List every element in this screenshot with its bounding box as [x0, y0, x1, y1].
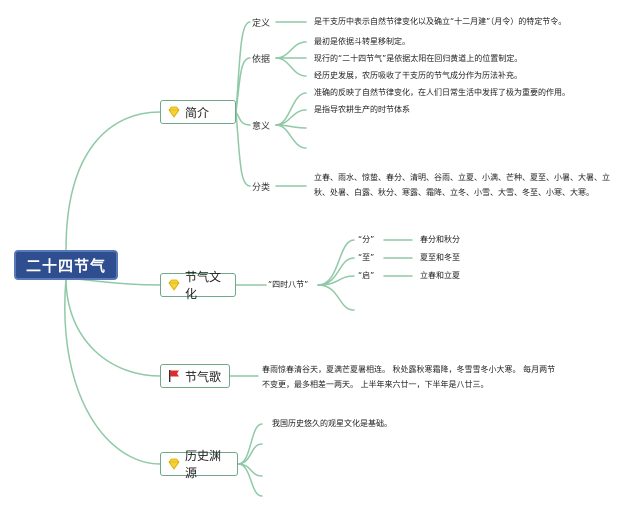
- subtopic-basis[interactable]: 依据: [252, 55, 271, 65]
- basis-item: 现行的“二十四节气”是依据太阳在回归黄道上的位置制定。: [314, 54, 523, 63]
- red-flag-icon: [167, 369, 181, 383]
- diamond-icon: [167, 457, 181, 471]
- song-text: 春雨惊春清谷天，夏满芒夏暑相连。 秋处露秋寒霜降，冬雪雪冬小大寒。 每月两节不变…: [262, 365, 556, 389]
- culture-value: 夏至和冬至: [420, 253, 460, 262]
- topic-culture[interactable]: 节气文化: [160, 270, 236, 301]
- basis-item: 最初是依据斗转星移制定。: [314, 37, 410, 46]
- subtopic-meaning[interactable]: 意义: [252, 122, 271, 132]
- culture-key: “分”: [358, 235, 375, 244]
- topic-history[interactable]: 历史渊源: [160, 449, 238, 480]
- basis-item: 经历史发展，农历吸收了干支历的节气成分作为历法补充。: [314, 71, 522, 80]
- diamond-icon: [167, 105, 181, 119]
- classification-text: 立春、雨水、惊蛰、春分、清明、谷雨、立夏、小满、芒种、夏至、小暑、大暑、立秋、处…: [314, 173, 610, 197]
- history-item: 我国历史悠久的观星文化是基础。: [272, 419, 392, 428]
- culture-key: “启”: [358, 271, 375, 280]
- diamond-icon: [167, 278, 181, 292]
- definition-text: 是干支历中表示自然节律变化以及确立“十二月建”（月令）的特定节令。: [314, 17, 567, 26]
- culture-group-label[interactable]: “四时八节”: [268, 280, 309, 289]
- root-node[interactable]: 二十四节气: [14, 250, 118, 280]
- meaning-item: 准确的反映了自然节律变化，在人们日常生活中发挥了极为重要的作用。: [314, 88, 570, 97]
- meaning-item: 是指导农耕生产的时节体系: [314, 105, 410, 114]
- culture-value: 春分和秋分: [420, 235, 460, 244]
- topic-history-label: 历史渊源: [185, 449, 222, 480]
- topic-song[interactable]: 节气歌: [160, 364, 230, 388]
- culture-value: 立春和立夏: [420, 271, 460, 280]
- culture-key: “至”: [358, 253, 375, 262]
- subtopic-classification[interactable]: 分类: [252, 183, 271, 193]
- subtopic-definition[interactable]: 定义: [252, 19, 271, 29]
- topic-intro-label: 简介: [185, 105, 210, 120]
- topic-intro[interactable]: 简介: [160, 100, 236, 124]
- topic-culture-label: 节气文化: [185, 270, 222, 301]
- topic-song-label: 节气歌: [185, 369, 222, 384]
